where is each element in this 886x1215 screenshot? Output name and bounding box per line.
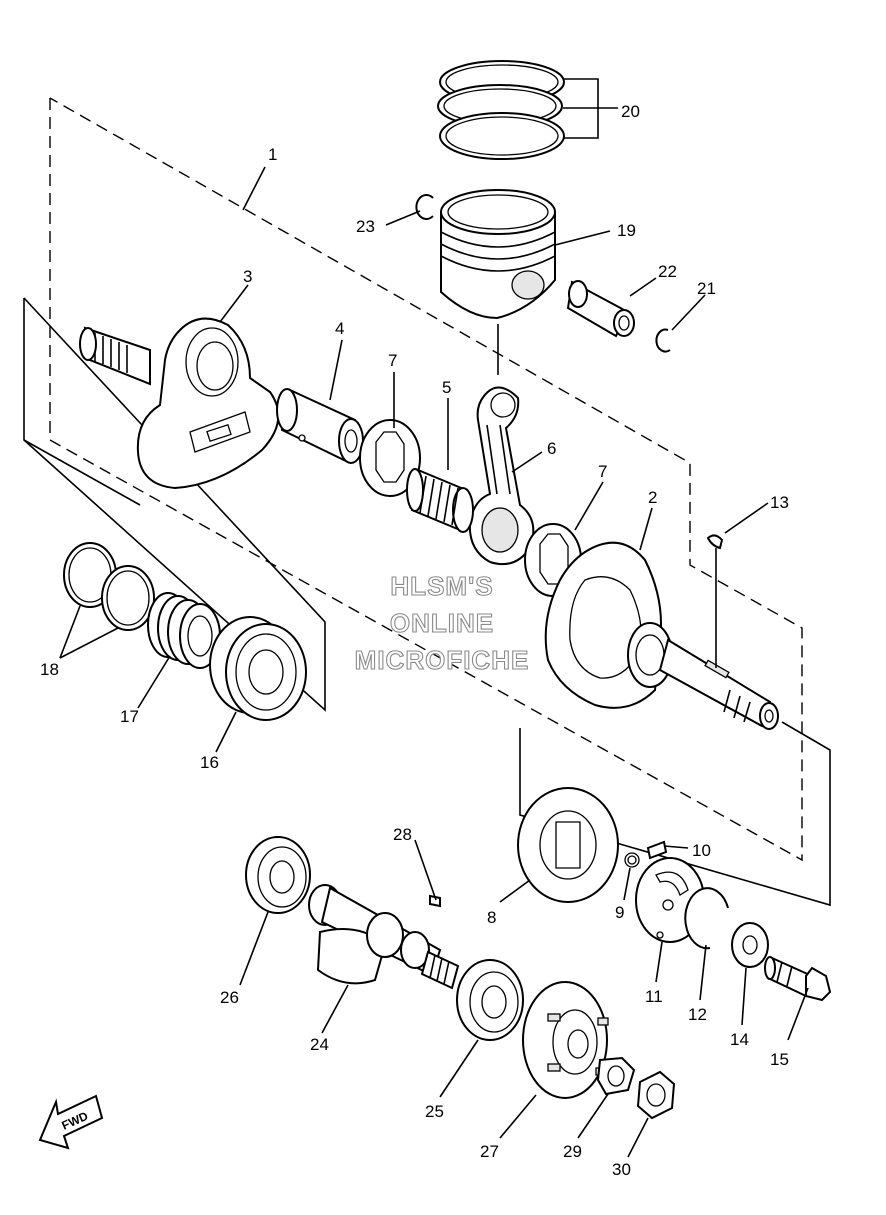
piston-ring-set[interactable] [437,60,565,160]
callout-19[interactable]: 19 [617,221,636,240]
watermark: HLSM'S ONLINE MICROFICHE [354,570,530,675]
callout-22[interactable]: 22 [658,262,677,281]
assembly-outline-balancer-drive [519,721,831,907]
callout-25[interactable]: 25 [425,1102,444,1121]
callout-14[interactable]: 14 [730,1030,749,1049]
oil-seal-rings[interactable] [63,542,155,631]
callout-23[interactable]: 23 [356,217,375,236]
balancer-bearing-left[interactable] [245,836,311,914]
callout-13[interactable]: 13 [770,493,789,512]
callout-1[interactable]: 1 [268,145,277,164]
callout-27[interactable]: 27 [480,1142,499,1161]
piston[interactable] [440,189,556,320]
balancer-spring[interactable] [624,852,640,868]
leader-lines [59,78,809,1158]
callout-10[interactable]: 10 [692,841,711,860]
callout-2[interactable]: 2 [648,488,657,507]
callout-12[interactable]: 12 [688,1005,707,1024]
callout-17[interactable]: 17 [120,707,139,726]
crankshaft-left[interactable] [79,317,280,490]
needle-bearing[interactable] [406,468,474,533]
callout-5[interactable]: 5 [442,378,451,397]
assembly-outline-bearing [23,297,326,712]
callout-21[interactable]: 21 [697,279,716,298]
bolt[interactable] [764,956,832,1002]
callout-28[interactable]: 28 [393,825,412,844]
circlip[interactable] [684,887,729,950]
callout-20[interactable]: 20 [621,102,640,121]
lock-washer[interactable] [596,1056,636,1096]
callout-16[interactable]: 16 [200,753,219,772]
watermark-line-3: MICROFICHE [355,645,530,675]
washer[interactable] [731,922,769,968]
crank-bearing[interactable] [209,616,307,721]
forward-direction-marker: FWD [38,1094,104,1150]
watermark-line-2: ONLINE [390,608,494,638]
callout-3[interactable]: 3 [243,267,252,286]
balancer-driven-gear[interactable] [522,981,609,1099]
callout-15[interactable]: 15 [770,1050,789,1069]
callout-29[interactable]: 29 [563,1142,582,1161]
connecting-rod[interactable] [468,386,535,566]
woodruff-key[interactable] [706,534,724,550]
callout-26[interactable]: 26 [220,988,239,1007]
balancer-drive-gear[interactable] [517,787,619,903]
callout-6[interactable]: 6 [547,439,556,458]
callout-24[interactable]: 24 [310,1035,329,1054]
callout-7-left[interactable]: 7 [388,351,397,370]
callout-numbers: 1 2 3 4 5 6 7 7 8 9 10 11 12 13 14 15 16… [40,102,789,1179]
oil-seal[interactable] [147,592,221,669]
callout-18[interactable]: 18 [40,660,59,679]
callout-8[interactable]: 8 [487,908,496,927]
arrow-icon [38,1094,104,1150]
piston-pin-clip-left[interactable] [415,194,434,220]
balancer-shaft[interactable] [308,884,460,990]
thrust-washer-left[interactable] [359,419,421,497]
crank-pin[interactable] [276,388,364,464]
callout-9[interactable]: 9 [615,903,624,922]
callout-7-right[interactable]: 7 [598,462,607,481]
callout-11[interactable]: 11 [645,987,663,1006]
piston-pin[interactable] [566,280,635,338]
balancer-pin[interactable] [646,840,668,860]
callout-30[interactable]: 30 [612,1160,631,1179]
balancer-bearing-right[interactable] [456,959,524,1041]
balancer-key[interactable] [429,894,441,908]
crankshaft-right[interactable] [544,541,779,730]
nut[interactable] [636,1070,676,1120]
callout-4[interactable]: 4 [335,319,344,338]
piston-pin-clip-right[interactable] [655,328,671,353]
watermark-line-1: HLSM'S [390,571,493,601]
assembly-outline-crankshaft [49,97,803,862]
